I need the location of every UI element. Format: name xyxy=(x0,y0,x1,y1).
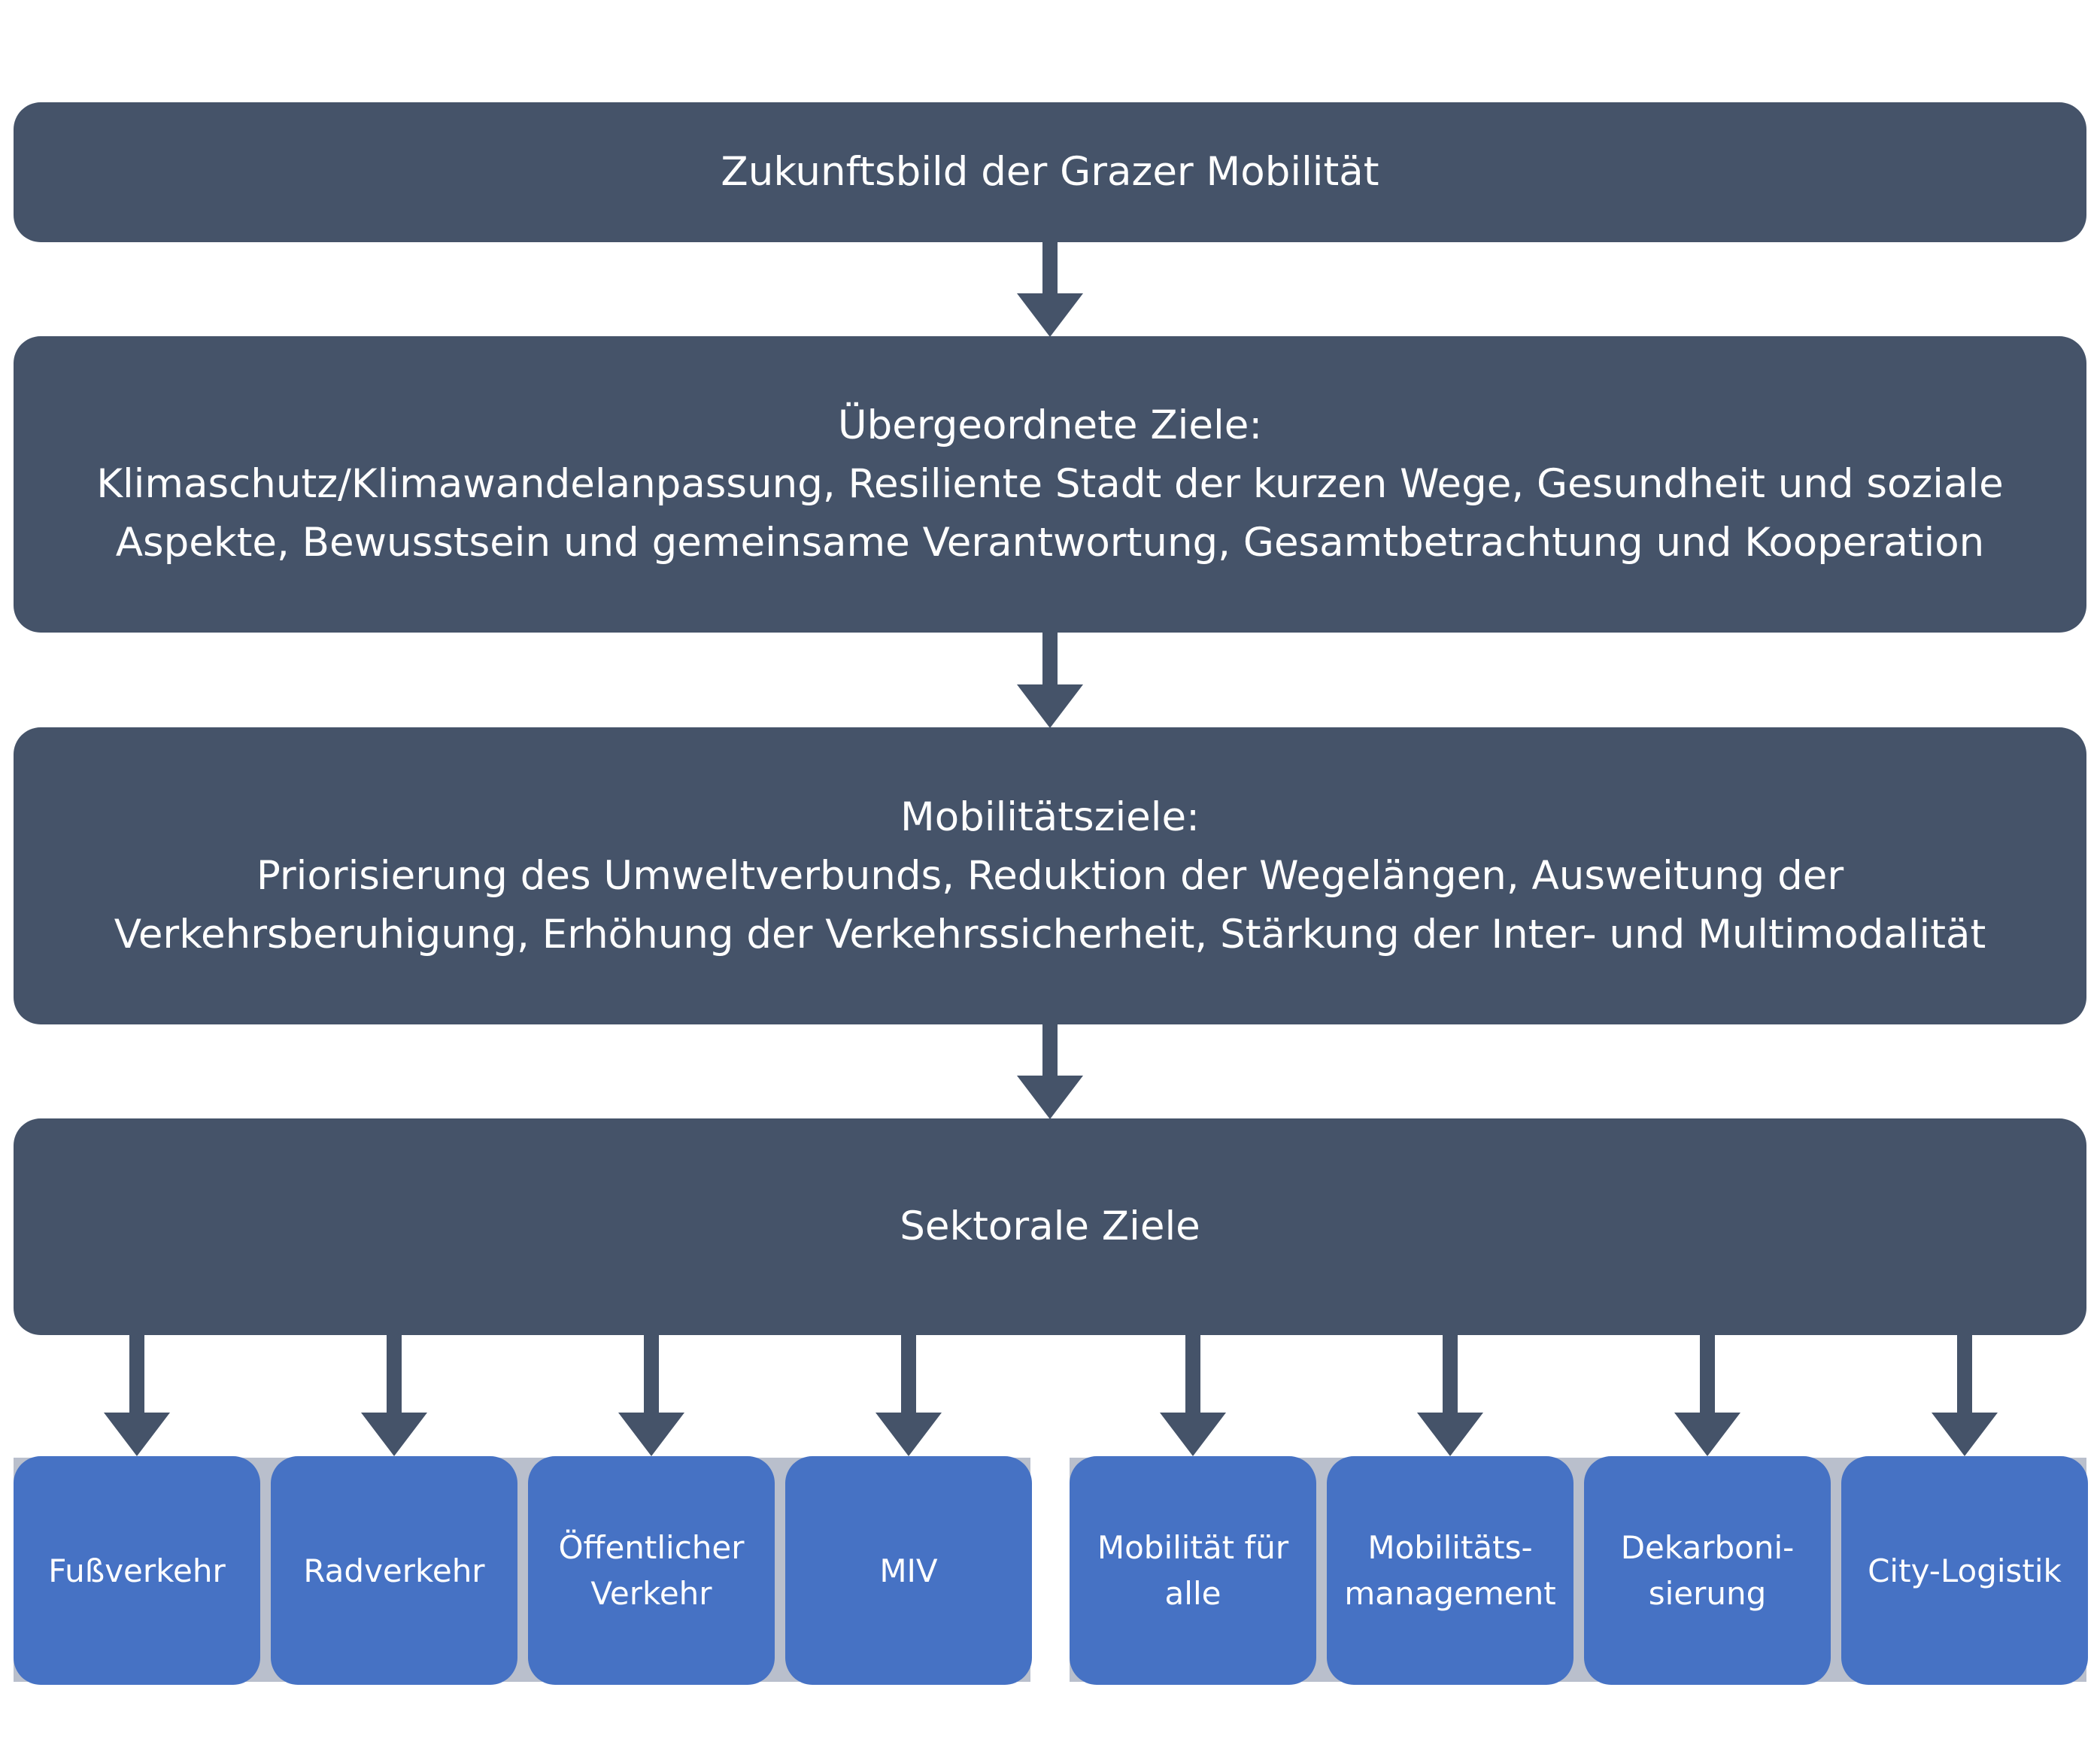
sector-label-line-2: sierung xyxy=(1648,1575,1767,1612)
arrow-to-fussverkehr xyxy=(104,1331,170,1456)
zukunftsbild-title: Zukunftsbild der Grazer Mobilität xyxy=(721,149,1379,195)
arrow-to-miv xyxy=(876,1331,942,1456)
box-zukunftsbild: Zukunftsbild der Grazer Mobilität xyxy=(14,102,2086,242)
sector-label-line-1: Dekarboni- xyxy=(1620,1529,1795,1566)
sector-label-line-1: Öffentlicher xyxy=(558,1529,745,1566)
mobilitaetsziele-text-line-1: Priorisierung des Umweltverbunds, Redukt… xyxy=(256,852,1844,899)
sector-label: City-Logistik xyxy=(1868,1552,2062,1589)
sector-label-line-1: Mobilität für xyxy=(1097,1529,1289,1566)
sector-tile-radverkehr: Radverkehr xyxy=(271,1456,517,1685)
sektorale-ziele-title: Sektorale Ziele xyxy=(900,1203,1200,1249)
box-mobilitaetsziele: Mobilitätsziele: Priorisierung des Umwel… xyxy=(14,727,2086,1024)
box-sektorale-ziele: Sektorale Ziele xyxy=(14,1118,2086,1335)
arrow-to-radverkehr xyxy=(361,1331,427,1456)
sector-label-line-2: Verkehr xyxy=(590,1575,712,1612)
arrow-to-mobilitaetsmanagement xyxy=(1417,1331,1483,1456)
arrow-zukunftsbild-to-uebergeordnete xyxy=(1017,239,1083,337)
sector-label: Radverkehr xyxy=(303,1552,485,1589)
arrow-to-oeffentlicher-verkehr xyxy=(618,1331,684,1456)
sector-label-line-2: alle xyxy=(1164,1575,1221,1612)
uebergeordnete-ziele-text-line-2: Aspekte, Bewusstsein und gemeinsame Vera… xyxy=(115,520,1985,566)
arrow-to-city-logistik xyxy=(1932,1331,1998,1456)
sector-tile-miv: MIV xyxy=(785,1456,1032,1685)
arrow-uebergeordnete-to-mobilitaetsziele xyxy=(1017,630,1083,728)
sector-label-line-1: Mobilitäts- xyxy=(1367,1529,1533,1566)
uebergeordnete-ziele-text-line-1: Klimaschutz/Klimawandelanpassung, Resili… xyxy=(96,461,2004,507)
sector-tile-city-logistik: City-Logistik xyxy=(1841,1456,2088,1685)
sector-tile-mobilitaet-fuer-alle: Mobilität für alle xyxy=(1070,1456,1316,1685)
mobilitaetsziele-text-line-2: Verkehrsberuhigung, Erhöhung der Verkehr… xyxy=(114,911,1986,957)
arrow-to-mobilitaet-fuer-alle xyxy=(1160,1331,1226,1456)
sector-tile-oeffentlicher-verkehr: Öffentlicher Verkehr xyxy=(528,1456,775,1685)
sector-tile-dekarbonisierung: Dekarboni- sierung xyxy=(1584,1456,1831,1685)
arrow-to-dekarbonisierung xyxy=(1674,1331,1740,1456)
sector-tile-fussverkehr: Fußverkehr xyxy=(14,1456,260,1685)
mobilitaetsziele-heading: Mobilitätsziele: xyxy=(900,794,1200,840)
uebergeordnete-ziele-heading: Übergeordnete Ziele: xyxy=(837,402,1263,448)
arrow-mobilitaetsziele-to-sektorale xyxy=(1017,1021,1083,1119)
sector-label: MIV xyxy=(879,1552,938,1589)
sector-label: Fußverkehr xyxy=(48,1552,226,1589)
box-uebergeordnete-ziele: Übergeordnete Ziele: Klimaschutz/Klimawa… xyxy=(14,336,2086,633)
sector-tile-mobilitaetsmanagement: Mobilitäts- management xyxy=(1327,1456,1573,1685)
sector-label-line-2: management xyxy=(1344,1575,1556,1612)
